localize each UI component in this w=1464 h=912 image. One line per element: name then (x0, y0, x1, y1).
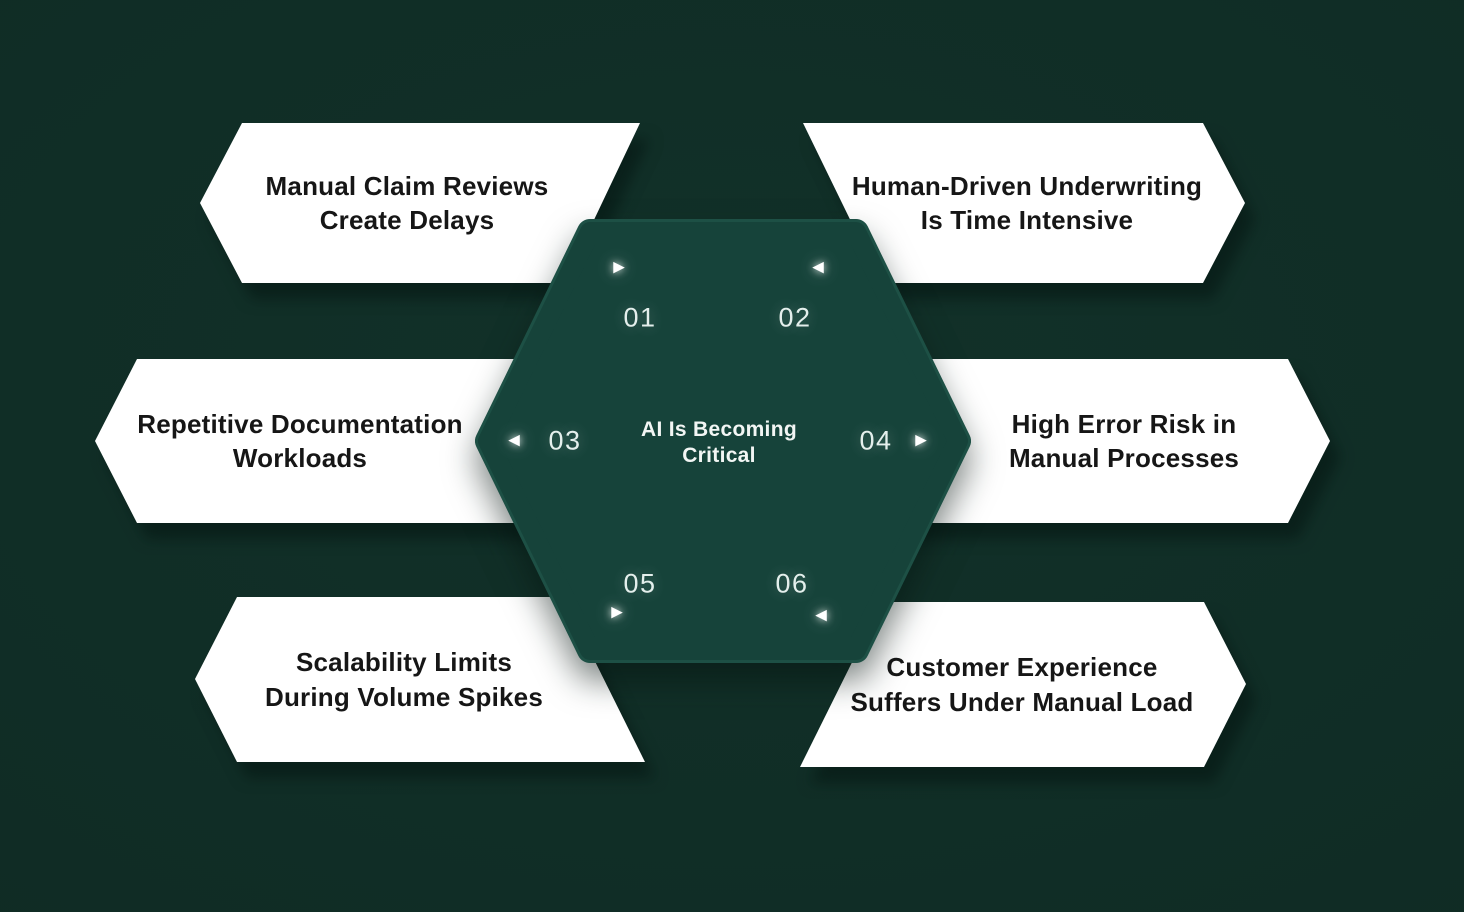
banner-label-line1: Repetitive Documentation (137, 408, 463, 439)
step-number-01: 01 (623, 302, 657, 333)
banner-label: High Error Risk in Manual Processes (1009, 407, 1239, 476)
banner-label-line1: Customer Experience (886, 652, 1158, 683)
center-title: AI Is Becoming Critical (641, 417, 797, 470)
banner-label-line2: Is Time Intensive (920, 205, 1134, 235)
banner-label: Human-Driven Underwriting Is Time Intens… (852, 169, 1202, 238)
banner-label-line2: Manual Processes (1008, 443, 1240, 473)
banner-label-line1: High Error Risk in (1011, 408, 1237, 439)
step-number-02: 02 (778, 302, 812, 333)
banner-label: Scalability Limits During Volume Spikes (265, 645, 543, 714)
arrow-right-icon: ▶ (613, 258, 625, 276)
center-hexagon (475, 219, 971, 663)
center-title-line2: Critical (682, 444, 756, 467)
step-number-06: 06 (775, 568, 809, 599)
step-number-03: 03 (548, 425, 582, 456)
arrow-left-icon: ◀ (815, 606, 827, 624)
banner-label-line1: Manual Claim Reviews (265, 170, 549, 201)
arrow-right-icon: ▶ (611, 603, 623, 621)
banner-label-line2: Suffers Under Manual Load (850, 686, 1194, 717)
arrow-left-icon: ◀ (508, 431, 520, 449)
banner-label-line2: Workloads (232, 443, 368, 473)
banner-01-manual-claim-reviews: Manual Claim Reviews Create Delays (200, 123, 646, 283)
banner-label: Customer Experience Suffers Under Manual… (850, 650, 1193, 719)
banner-label-line1: Scalability Limits (295, 647, 512, 678)
step-number-05: 05 (623, 568, 657, 599)
banner-label: Manual Claim Reviews Create Delays (266, 169, 549, 238)
center-title-line1: AI Is Becoming (641, 417, 797, 441)
banner-label-line2: Create Delays (319, 205, 495, 235)
step-number-04: 04 (859, 425, 893, 456)
banner-label-line2: During Volume Spikes (264, 681, 543, 712)
banner-label-line1: Human-Driven Underwriting (851, 170, 1203, 201)
arrow-left-icon: ◀ (812, 258, 824, 276)
banner-label: Repetitive Documentation Workloads (137, 407, 463, 476)
banner-shape: Manual Claim Reviews Create Delays (200, 123, 640, 283)
arrow-right-icon: ▶ (915, 431, 927, 449)
